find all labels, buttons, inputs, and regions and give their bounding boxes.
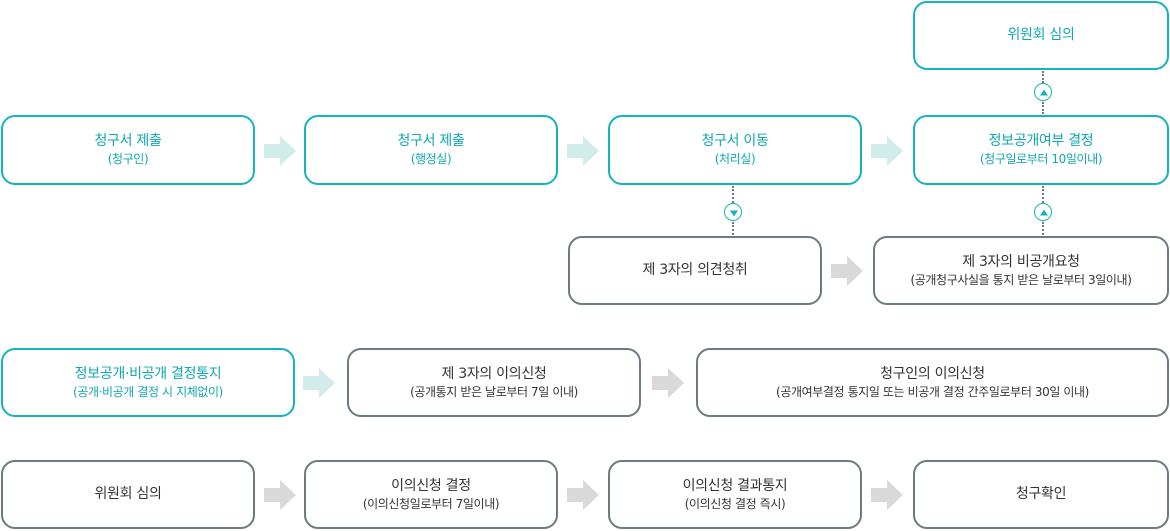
node-decision-notice: 정보공개·비공개 결정통지 (공개·비공개 결정 시 지체없이) [1, 348, 295, 417]
connector-dotted-line [1042, 186, 1044, 203]
node-title: 청구서 제출 [397, 133, 465, 150]
node-request-confirm: 청구확인 [913, 460, 1169, 529]
node-request-transfer: 청구서 이동 (처리실) [608, 115, 862, 185]
node-request-submit-applicant: 청구서 제출 (청구인) [1, 115, 255, 185]
node-subtitle: (이의신청일로부터 7일이내) [362, 496, 500, 511]
connector-dotted-line [732, 186, 734, 203]
node-title: 이의신청 결정 [391, 477, 471, 494]
node-subtitle: (청구인) [107, 152, 149, 167]
node-title: 정보공개·비공개 결정통지 [74, 365, 222, 382]
node-disclosure-decision: 정보공개여부 결정 (청구일로부터 10일이내) [913, 115, 1169, 185]
triangle-up-icon [1034, 83, 1052, 101]
node-title: 제 3자의 비공개요청 [962, 253, 1080, 270]
connector-dotted-line [1042, 102, 1044, 114]
node-third-party-opinion: 제 3자의 의견청취 [568, 236, 822, 305]
node-subtitle: (공개여부결정 통지일 또는 비공개 결정 간주일로부터 30일 이내) [776, 384, 1089, 399]
node-third-party-objection: 제 3자의 이의신청 (공개통지 받은 날로부터 7일 이내) [347, 348, 641, 417]
node-title: 제 3자의 의견청취 [642, 262, 748, 279]
node-subtitle: (청구일로부터 10일이내) [979, 152, 1103, 167]
chevron-right-arrow-icon [831, 256, 863, 286]
node-title: 제 3자의 이의신청 [441, 365, 547, 382]
node-title: 이의신청 결과통지 [682, 477, 788, 494]
chevron-right-arrow-icon [264, 480, 296, 510]
node-objection-result-notice: 이의신청 결과통지 (이의신청 결정 즉시) [608, 460, 862, 529]
node-subtitle: (행정실) [410, 152, 452, 167]
chevron-right-arrow-icon [303, 368, 335, 398]
node-title: 위원회 심의 [94, 486, 162, 503]
node-subtitle: (이의신청 결정 즉시) [684, 496, 786, 511]
node-title: 청구서 제출 [94, 133, 162, 150]
node-title: 청구확인 [1015, 486, 1067, 503]
node-objection-decision: 이의신청 결정 (이의신청일로부터 7일이내) [304, 460, 558, 529]
node-subtitle: (공개통지 받은 날로부터 7일 이내) [410, 384, 578, 399]
node-applicant-objection: 청구인의 이의신청 (공개여부결정 통지일 또는 비공개 결정 간주일로부터 3… [696, 348, 1169, 417]
connector-dotted-line [1042, 71, 1044, 83]
chevron-right-arrow-icon [652, 368, 684, 398]
node-title: 위원회 심의 [1007, 27, 1075, 44]
chevron-right-arrow-icon [871, 136, 903, 166]
node-request-submit-admin: 청구서 제출 (행정실) [304, 115, 558, 185]
node-title: 청구서 이동 [701, 133, 769, 150]
node-committee-review-top: 위원회 심의 [913, 1, 1169, 70]
node-committee-review-bottom: 위원회 심의 [1, 460, 255, 529]
triangle-up-icon [1034, 203, 1052, 221]
connector-dotted-line [732, 222, 734, 235]
node-subtitle: (공개·비공개 결정 시 지체없이) [73, 384, 223, 399]
node-subtitle: (공개청구사실을 통지 받은 날로부터 3일이내) [910, 272, 1132, 287]
triangle-down-icon [724, 203, 742, 221]
node-title: 정보공개여부 결정 [988, 133, 1094, 150]
node-third-party-nondisclosure-request: 제 3자의 비공개요청 (공개청구사실을 통지 받은 날로부터 3일이내) [873, 236, 1169, 305]
connector-dotted-line [1042, 222, 1044, 235]
chevron-right-arrow-icon [567, 136, 599, 166]
node-subtitle: (처리실) [714, 152, 756, 167]
chevron-right-arrow-icon [567, 480, 599, 510]
chevron-right-arrow-icon [871, 480, 903, 510]
chevron-right-arrow-icon [264, 136, 296, 166]
node-title: 청구인의 이의신청 [880, 365, 985, 382]
